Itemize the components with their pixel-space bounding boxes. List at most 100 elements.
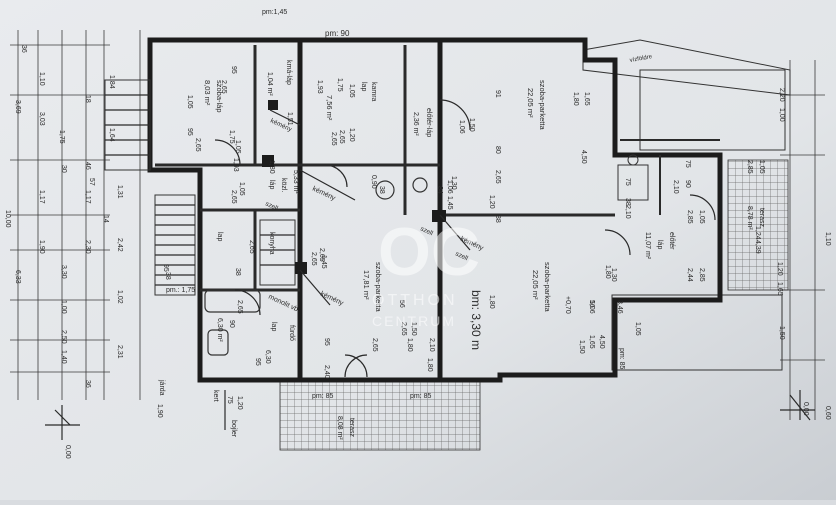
- dimension-label: 4,39: [754, 240, 761, 254]
- label-kamra: kamra: [370, 82, 377, 102]
- dimension-label: 2,65: [338, 130, 345, 144]
- dimension-label: 1,00: [60, 300, 67, 314]
- label-furdo-area: 6,30 m²: [216, 318, 223, 342]
- dimension-label: 2,10: [428, 338, 435, 352]
- label-szoba-parketta-r-area: 22,05 m²: [531, 270, 540, 300]
- dimension-label: 1,65: [588, 335, 595, 349]
- dimension-label: 18: [84, 95, 91, 103]
- dimension-label: 1,02: [116, 290, 123, 304]
- dimension-label: 2,30: [84, 240, 91, 254]
- label-szoba-topleft-area: 8,03 m²: [203, 80, 212, 106]
- dimension-label: 1,24: [754, 226, 761, 240]
- dimension-label: 95: [162, 264, 169, 272]
- dimension-label: 1,45: [320, 255, 327, 269]
- dimension-label: 80: [494, 146, 501, 154]
- dimension-label: 1,20: [776, 262, 783, 276]
- dimension-label: 1,05: [758, 160, 765, 174]
- dimension-label: 10,00: [4, 210, 11, 228]
- dimension-label: 1,10: [38, 72, 45, 86]
- label-plus070: +0,70: [564, 296, 571, 314]
- dimension-label: 2,40: [323, 365, 330, 379]
- label-terasz-b-area: 8,08 m²: [336, 416, 343, 440]
- paving-top-right: [639, 69, 786, 151]
- dimension-label: 2,65: [318, 248, 325, 262]
- dimension-label: 2,10: [624, 205, 631, 219]
- watermark-line1: OTTHON: [372, 292, 458, 309]
- dimension-label: 3,46: [616, 300, 623, 314]
- label-eloter-r-lap: láp: [656, 240, 663, 249]
- dimension-labels-left: 361,103,031,753,691,17301,903,302,306,33…: [4, 45, 123, 388]
- dimension-label: 1,50: [578, 340, 585, 354]
- label-kamra-105: 1,05: [348, 84, 355, 98]
- dimension-label: 2,65: [230, 190, 237, 204]
- dimension-label: 2,20: [778, 88, 785, 102]
- label-eloter-r: előtér: [668, 232, 675, 250]
- label-szoba-topleft: szoba-láp: [215, 80, 224, 113]
- dimension-label: 3,69: [14, 100, 21, 114]
- dimension-label: 2,10: [672, 180, 679, 194]
- chimney-4: [268, 100, 278, 110]
- left-dimension-lines: [10, 30, 141, 400]
- dimension-label: 2,65: [400, 322, 407, 336]
- dimension-label: 1,64: [108, 128, 115, 142]
- dimension-label: 2,65: [310, 252, 317, 266]
- dimension-label: 1,05: [238, 182, 245, 196]
- dimension-label: 1,45: [446, 196, 453, 210]
- stairs-left: [154, 194, 196, 296]
- dimension-label: 2,65: [494, 170, 501, 184]
- terrace-bottom-tiles: [279, 379, 481, 451]
- chimney-3: [295, 262, 307, 274]
- dimension-label: 75: [684, 160, 691, 168]
- label-kamra-lap: lap: [360, 82, 367, 91]
- dimension-label: 1,65: [776, 282, 783, 296]
- dimension-label: 1,93: [232, 158, 239, 172]
- dimension-label: 2,65: [236, 300, 243, 314]
- label-terasz-b: terasz: [348, 418, 355, 438]
- label-szoba-parketta-tr-area: 22,05 m²: [526, 88, 535, 118]
- dimension-label: 2,65: [330, 132, 337, 146]
- dimension-label: 2,85: [746, 160, 753, 174]
- dimension-label: 75: [226, 396, 233, 404]
- dimension-label: 1,06: [458, 120, 465, 134]
- dimension-label: 1,20: [488, 195, 495, 209]
- dimension-label: 3,03: [38, 112, 45, 126]
- label-szoba-parketta-r: szoba-parketta: [543, 262, 552, 312]
- dimension-label: 1,80: [426, 358, 433, 372]
- dimension-label: 36: [84, 380, 91, 388]
- dimension-label: 1,40: [60, 350, 67, 364]
- dimension-label: 75: [624, 178, 631, 186]
- label-konyha: konyha: [268, 232, 275, 255]
- dimension-label: 1,80: [268, 160, 275, 174]
- dimension-label: 1,06: [446, 180, 453, 194]
- label-kmalap: kmá-láp: [285, 60, 292, 85]
- label-bojler: bojler: [230, 420, 237, 438]
- label-kozl-area: 1,04 m²: [266, 72, 273, 96]
- dimension-label: 56: [588, 300, 595, 308]
- dimension-label: 6,33: [14, 270, 21, 284]
- dimension-label: 2,85: [686, 210, 693, 224]
- dimension-label: 1,90: [156, 404, 163, 418]
- dimension-label: 2,65: [371, 338, 378, 352]
- dimension-label: 1,05: [634, 322, 641, 336]
- dimension-label: 38: [378, 186, 385, 194]
- dimension-label: 90: [684, 180, 691, 188]
- dimension-label: 6,30: [264, 350, 271, 364]
- dimension-label: 1,75: [58, 130, 65, 144]
- label-pm90: pm: 90: [325, 29, 350, 38]
- dimension-label: 1,05: [698, 210, 705, 224]
- label-kozl-lap: láp: [268, 180, 275, 189]
- label-zero2: 0,00: [802, 402, 809, 416]
- dimension-label: 1,10: [824, 232, 831, 246]
- label-pm175: pm.: 1,75: [166, 287, 195, 294]
- dimension-label: 0,60: [824, 406, 831, 420]
- label-kozl-area2: 5,33 m²: [292, 170, 299, 194]
- origin-marker-bottom: [45, 405, 80, 440]
- dimension-label: 1,80: [488, 295, 495, 309]
- dimension-label: 2,85: [698, 268, 705, 282]
- dimension-label: 38: [234, 268, 241, 276]
- dimension-label: 38: [164, 272, 171, 280]
- label-eloter-top: előtér-láp: [425, 108, 432, 137]
- interior-walls: [155, 45, 720, 292]
